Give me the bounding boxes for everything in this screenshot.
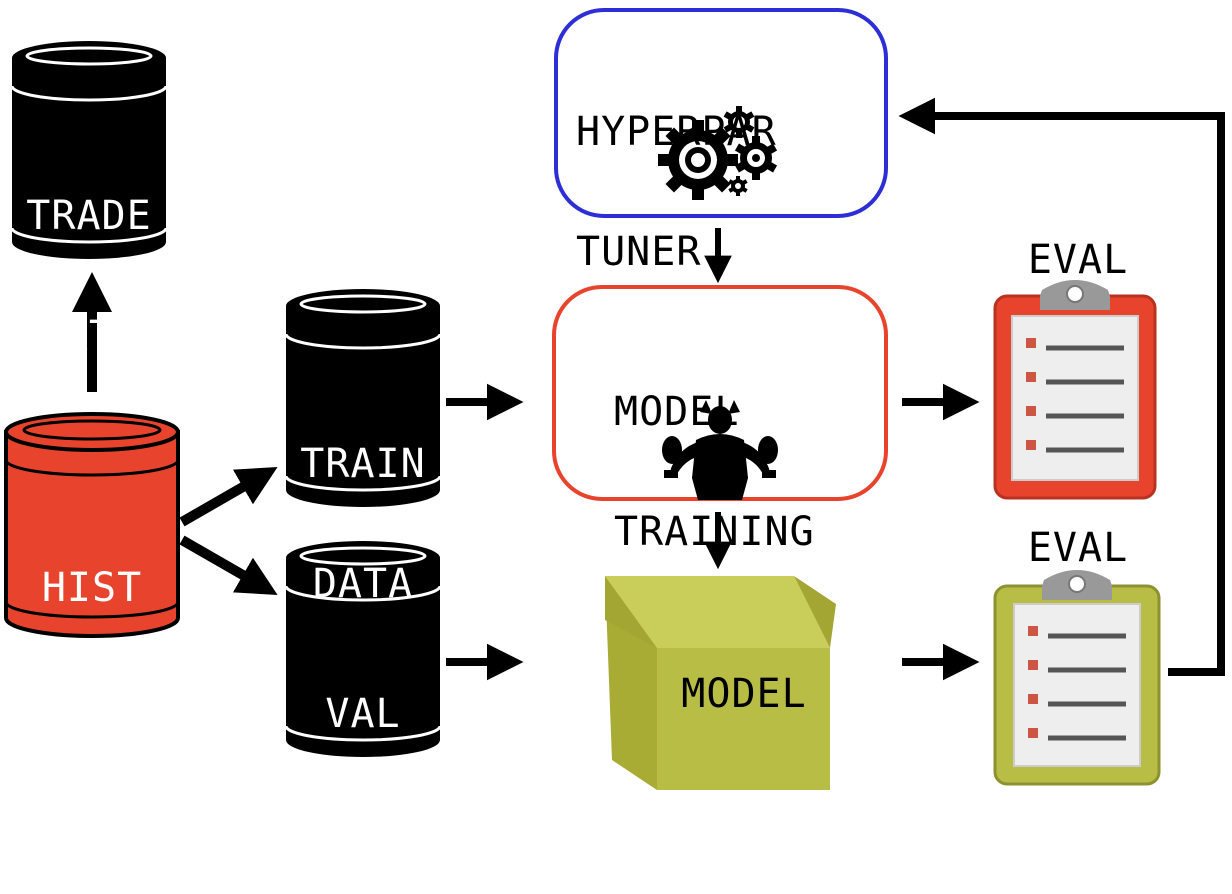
hist-data-barrel <box>3 412 180 638</box>
train-data-label-line1: TRAIN <box>300 441 426 487</box>
arrow-hist-to-train <box>179 467 278 527</box>
arrows <box>72 97 1225 681</box>
val-data-label: VAL DATA <box>286 614 440 894</box>
arrow-eval-feedback <box>898 97 1225 676</box>
arrow-hist-to-val <box>179 535 278 595</box>
val-data-barrel <box>284 541 442 757</box>
model-training-label: MODEL TRAINING <box>614 312 815 592</box>
hist-data-label-line1: HIST <box>41 565 143 611</box>
train-data-barrel <box>284 289 442 507</box>
eval-label-bottom: EVAL <box>1027 525 1129 571</box>
trade-data-barrel <box>10 41 168 259</box>
eval-clipboard-green <box>993 570 1161 786</box>
trade-data-label-line1: TRADE <box>26 193 152 239</box>
train-data-label: TRAIN DATA <box>286 364 440 644</box>
train-data-label-line2: DATA <box>312 561 414 607</box>
hist-data-label: HIST DATA <box>8 488 176 768</box>
model-label: MODEL <box>681 671 807 717</box>
trade-data-label-line2: DATA <box>38 313 140 359</box>
hyperpar-tuner-label: HYPERPAR TUNER <box>576 32 777 312</box>
gears-icon <box>658 106 778 200</box>
hist-data-label-line2: DATA <box>41 685 143 731</box>
model-training-label-line1: MODEL <box>614 389 740 435</box>
model-box-icon <box>605 576 836 790</box>
model-training-label-line2: TRAINING <box>614 509 815 555</box>
diagram-canvas <box>3 8 1225 790</box>
val-data-label-line2: DATA <box>312 811 414 857</box>
hyperpar-tuner-box <box>554 8 888 218</box>
eval-clipboard-red <box>993 280 1157 500</box>
hyperpar-tuner-label-line1: HYPERPAR <box>576 109 777 155</box>
pipeline-diagram: TRADE DATA HIST DATA TRAIN DATA VAL DATA… <box>3 8 1225 790</box>
eval-label-top: EVAL <box>1027 237 1129 283</box>
hyperpar-tuner-label-line2: TUNER <box>576 229 702 275</box>
trade-data-label: TRADE DATA <box>12 116 166 396</box>
val-data-label-line1: VAL <box>325 691 401 737</box>
strongman-icon <box>662 400 778 500</box>
